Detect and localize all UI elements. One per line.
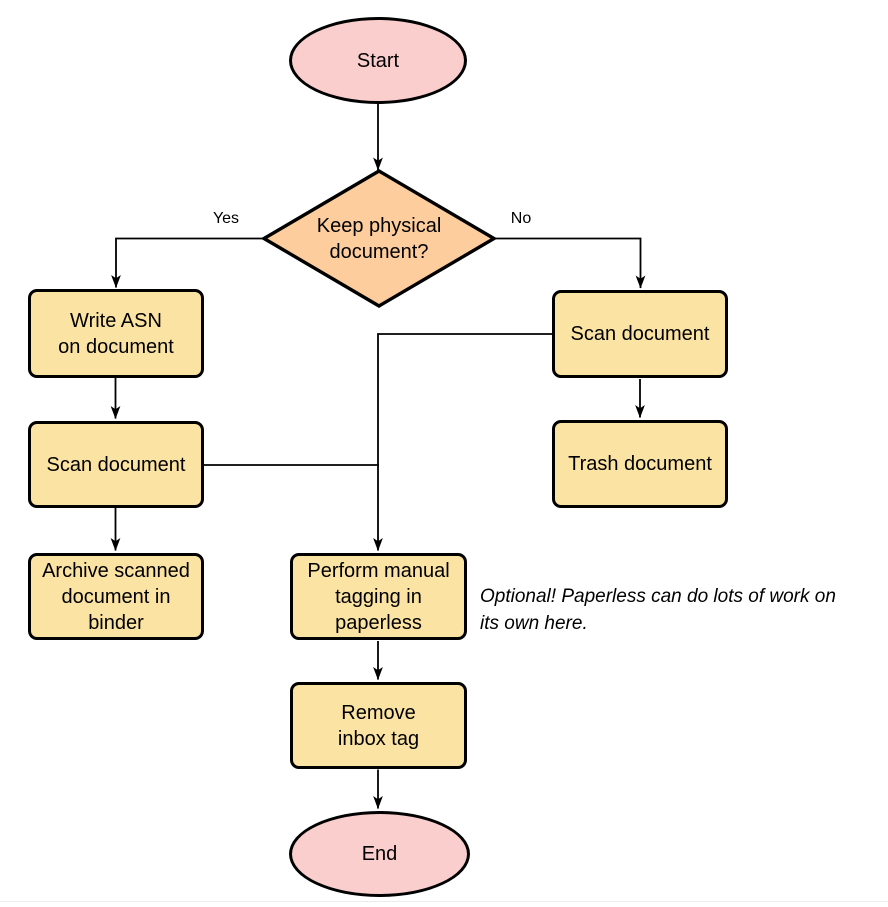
edge-scan-right-to-tagging <box>373 333 552 552</box>
process-scan-document-right: Scan document <box>552 290 728 378</box>
process-write-asn-on-document: Write ASN on document <box>28 289 204 378</box>
end-node: End <box>289 811 470 897</box>
decision-diamond-shape <box>260 169 498 308</box>
edge-decision-to-write-asn <box>111 237 264 289</box>
bottom-rule-divider <box>0 901 888 902</box>
process-trash-document: Trash document <box>552 420 728 508</box>
process-scan-document-left: Scan document <box>28 421 204 508</box>
process-perform-manual-tagging: Perform manual tagging in paperless <box>290 553 467 640</box>
edge-decision-to-scan-right <box>494 237 646 289</box>
edge-label-yes: Yes <box>201 209 251 229</box>
optional-note: Optional! Paperless can do lots of work … <box>480 586 836 634</box>
process-remove-inbox-tag: Remove inbox tag <box>290 682 467 769</box>
decision-keep-physical-document: Keep physical document? <box>316 214 442 263</box>
edge-label-no: No <box>496 209 546 229</box>
start-node: Start <box>289 17 467 104</box>
process-archive-scanned-document: Archive scanned document in binder <box>28 553 204 640</box>
